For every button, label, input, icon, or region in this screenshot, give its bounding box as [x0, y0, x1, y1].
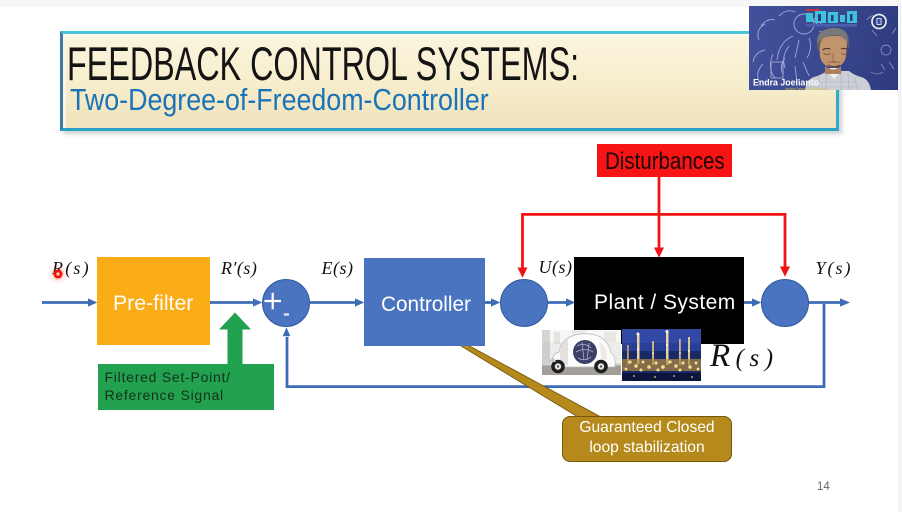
- svg-text:Endra Joelianto: Endra Joelianto: [753, 78, 820, 88]
- svg-text:Institut Teknologi Bandung: Institut Teknologi Bandung: [785, 87, 827, 90]
